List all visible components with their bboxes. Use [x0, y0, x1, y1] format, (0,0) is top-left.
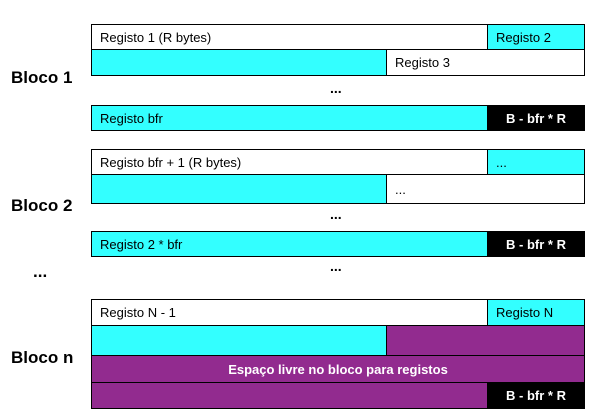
record-bfr: Registo bfr	[91, 105, 488, 131]
block-2-ellipsis: ...	[330, 206, 342, 222]
blocks-ellipsis: ...	[33, 262, 48, 281]
block-1-ellipsis: ...	[330, 80, 342, 96]
block-2-slack-label: B - bfr * R	[506, 236, 566, 252]
record-continuation-2-label: ...	[395, 181, 406, 197]
free-space-top	[386, 325, 585, 356]
record-2-bfr: Registo 2 * bfr	[91, 231, 488, 257]
block-1-slack: B - bfr * R	[487, 105, 585, 131]
record-continuation-1-label: ...	[496, 154, 507, 170]
record-continuation-1-end	[91, 174, 387, 204]
record-3: Registo 3	[386, 49, 585, 76]
record-n-end	[91, 325, 387, 356]
block-n-slack: B - bfr * R	[487, 382, 585, 409]
record-2-end	[91, 49, 387, 76]
record-n-start: Registo N	[487, 299, 585, 326]
record-3-label: Registo 3	[395, 55, 450, 70]
block-2-label: Bloco 2	[11, 196, 73, 215]
record-continuation-1: ...	[487, 149, 585, 175]
record-2-start: Registo 2	[487, 24, 585, 50]
record-1: Registo 1 (R bytes)	[91, 24, 488, 50]
free-space-bottom	[91, 382, 488, 409]
record-1-label: Registo 1 (R bytes)	[100, 29, 212, 45]
block-n-label: Bloco n	[11, 348, 74, 367]
record-2-label: Registo 2	[496, 29, 551, 45]
record-bfr-plus-1-label: Registo bfr + 1 (R bytes)	[100, 154, 242, 170]
block-1-label: Bloco 1	[11, 68, 73, 87]
record-n-label: Registo N	[496, 305, 554, 320]
record-n-minus-1-label: Registo N - 1	[100, 305, 176, 320]
block-1-slack-label: B - bfr * R	[506, 110, 566, 126]
record-n-minus-1: Registo N - 1	[91, 299, 488, 326]
free-space-middle	[91, 355, 585, 383]
block-n-slack-label: B - bfr * R	[506, 388, 566, 403]
block-2-slack: B - bfr * R	[487, 231, 585, 257]
record-bfr-label: Registo bfr	[100, 110, 163, 126]
record-2-bfr-label: Registo 2 * bfr	[100, 236, 183, 252]
record-continuation-2: ...	[386, 174, 585, 204]
free-space-label: Espaço livre no bloco para registos	[228, 361, 448, 377]
record-bfr-plus-1: Registo bfr + 1 (R bytes)	[91, 149, 488, 175]
middle-ellipsis: ...	[330, 258, 342, 274]
